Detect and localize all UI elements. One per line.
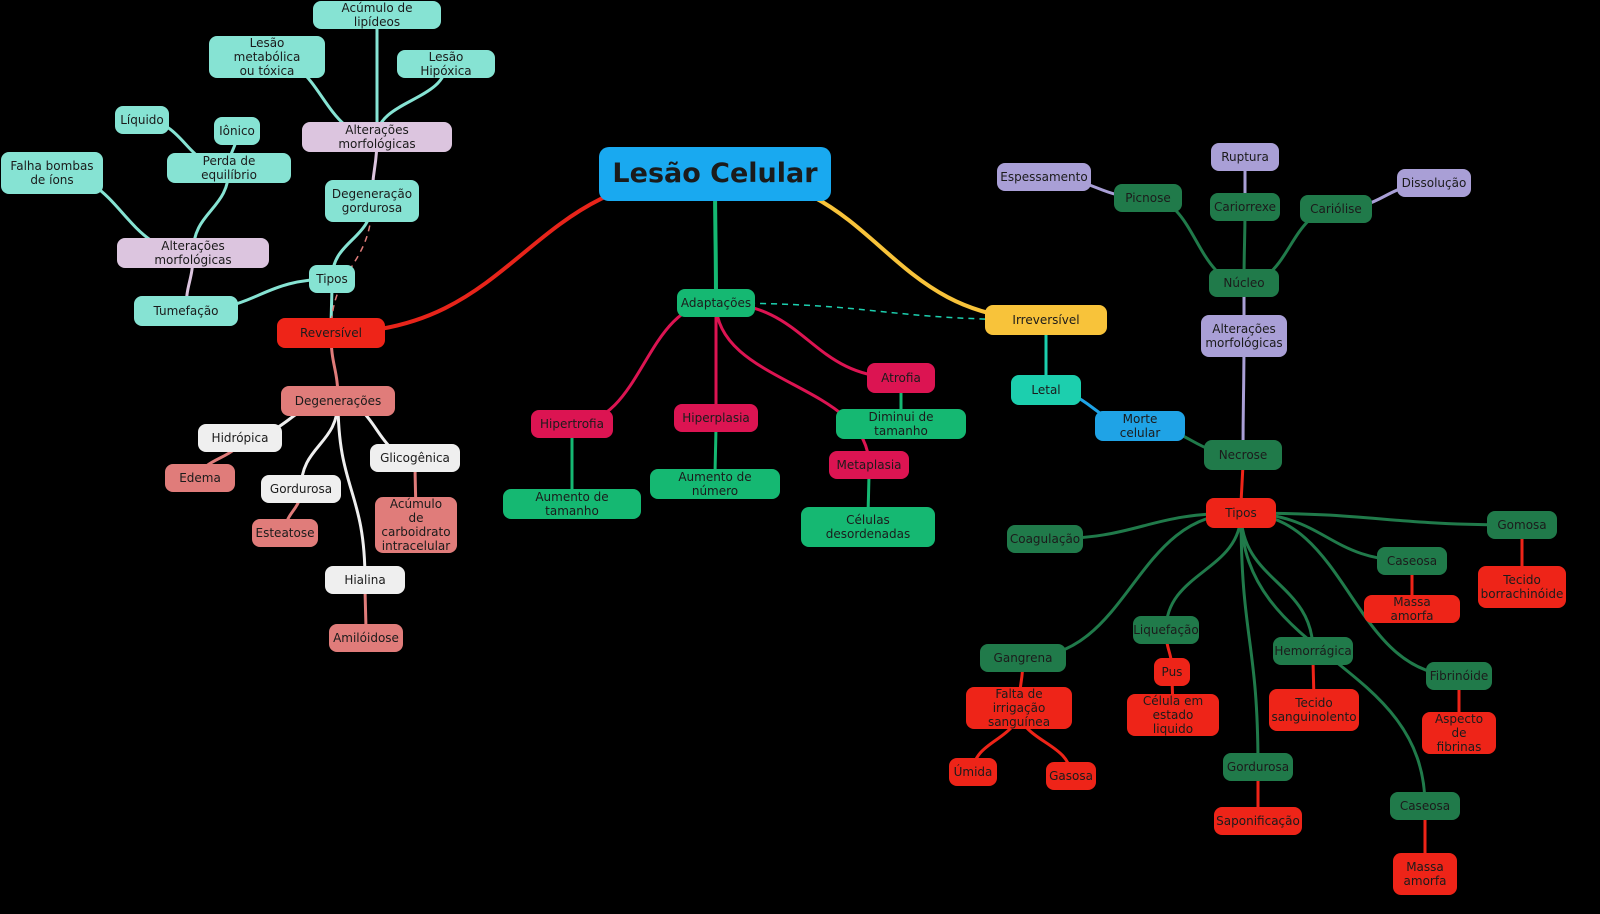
connector-degen-hial	[336, 400, 367, 581]
node-altR[interactable]: Alterações morfológicas	[1201, 315, 1287, 357]
node-caseosa2[interactable]: Caseosa	[1390, 792, 1460, 820]
node-celdes[interactable]: Células desordenadas	[801, 507, 935, 547]
node-hiperp[interactable]: Hiperplasia	[674, 404, 758, 432]
node-dissol[interactable]: Dissolução	[1397, 169, 1471, 197]
node-picnose[interactable]: Picnose	[1114, 184, 1182, 212]
node-aculip[interactable]: Acúmulo de lipídeos	[313, 1, 441, 29]
node-aumnum[interactable]: Aumento de número	[650, 469, 780, 499]
node-hidro[interactable]: Hidrópica	[198, 424, 282, 452]
node-fibrin[interactable]: Fibrinóide	[1426, 662, 1492, 690]
node-massa2[interactable]: Massa amorfa	[1393, 853, 1457, 895]
node-altL[interactable]: Alterações morfológicas	[117, 238, 269, 268]
node-ruptura[interactable]: Ruptura	[1211, 143, 1279, 171]
node-gangr[interactable]: Gangrena	[980, 644, 1066, 672]
node-liq[interactable]: Líquido	[115, 106, 169, 134]
node-faltairr[interactable]: Falta de irrigação sanguínea	[966, 687, 1072, 729]
node-atrof[interactable]: Atrofia	[867, 363, 935, 393]
node-lesmet[interactable]: Lesão metabólica ou tóxica	[209, 36, 325, 78]
node-hemorr[interactable]: Hemorrágica	[1273, 637, 1353, 665]
node-falha[interactable]: Falha bombas de íons	[1, 152, 103, 194]
node-nucleo[interactable]: Núcleo	[1209, 269, 1279, 297]
node-gomosa[interactable]: Gomosa	[1487, 511, 1557, 539]
node-umida[interactable]: Úmida	[949, 758, 997, 786]
node-caseosa[interactable]: Caseosa	[1377, 547, 1447, 575]
node-morte[interactable]: Morte celular	[1095, 411, 1185, 441]
connector-tiposR-gomosa	[1240, 511, 1523, 527]
node-celliq[interactable]: Célula em estado liquido	[1127, 694, 1219, 736]
node-leship[interactable]: Lesão Hipóxica	[397, 50, 495, 78]
node-cariol[interactable]: Cariólise	[1300, 195, 1372, 223]
connector-tiposR-liquef	[1164, 512, 1243, 631]
node-perda[interactable]: Perda de equilíbrio	[167, 153, 291, 183]
node-metap[interactable]: Metaplasia	[829, 451, 909, 479]
node-acucarb[interactable]: Acúmulo de carboidrato intracelular	[375, 497, 457, 553]
connector-tiposR-gordR	[1239, 512, 1260, 768]
node-degen[interactable]: Degenerações	[281, 386, 395, 416]
node-tumef[interactable]: Tumefação	[134, 296, 238, 326]
node-dimtam[interactable]: Diminui de tamanho	[836, 409, 966, 439]
node-adapt[interactable]: Adaptações	[677, 289, 755, 317]
node-liquef[interactable]: Liquefação	[1133, 616, 1199, 644]
node-necrose[interactable]: Necrose	[1204, 440, 1282, 470]
node-degord[interactable]: Degeneração gordurosa	[325, 180, 419, 222]
node-sapon[interactable]: Saponificação	[1214, 807, 1302, 835]
node-esteat[interactable]: Esteatose	[252, 519, 318, 547]
connector-adapt-irrev	[715, 302, 1047, 321]
node-cariorr[interactable]: Cariorrexe	[1210, 193, 1280, 221]
node-coag[interactable]: Coagulação	[1007, 525, 1083, 553]
node-gordR[interactable]: Gordurosa	[1223, 753, 1293, 781]
connector-tiposR-fibrin	[1240, 511, 1460, 678]
node-glico[interactable]: Glicogênica	[370, 444, 460, 472]
node-tiposL[interactable]: Tipos	[309, 265, 355, 293]
node-hipert[interactable]: Hipertrofia	[531, 410, 613, 438]
node-tecsang[interactable]: Tecido sanguinolento	[1269, 689, 1359, 731]
node-gasosa[interactable]: Gasosa	[1046, 762, 1096, 790]
node-aumtam[interactable]: Aumento de tamanho	[503, 489, 641, 519]
node-massa[interactable]: Massa amorfa	[1364, 595, 1460, 623]
node-pus[interactable]: Pus	[1154, 658, 1190, 686]
node-aspfib[interactable]: Aspecto de fibrinas	[1422, 712, 1496, 754]
node-tecborr[interactable]: Tecido borrachinóide	[1478, 566, 1566, 608]
node-root[interactable]: Lesão Celular	[599, 147, 831, 201]
node-ion[interactable]: Iônico	[214, 117, 260, 145]
node-espess[interactable]: Espessamento	[997, 163, 1091, 191]
node-letal[interactable]: Letal	[1011, 375, 1081, 405]
node-irrev[interactable]: Irreversível	[985, 305, 1107, 335]
node-hial[interactable]: Hialina	[325, 566, 405, 594]
node-altT[interactable]: Alterações morfológicas	[302, 122, 452, 152]
node-edema[interactable]: Edema	[165, 464, 235, 492]
node-gordL[interactable]: Gordurosa	[261, 475, 341, 503]
node-amil[interactable]: Amilóidose	[329, 624, 403, 652]
node-rev[interactable]: Reversível	[277, 318, 385, 348]
node-tiposR[interactable]: Tipos	[1206, 498, 1276, 528]
